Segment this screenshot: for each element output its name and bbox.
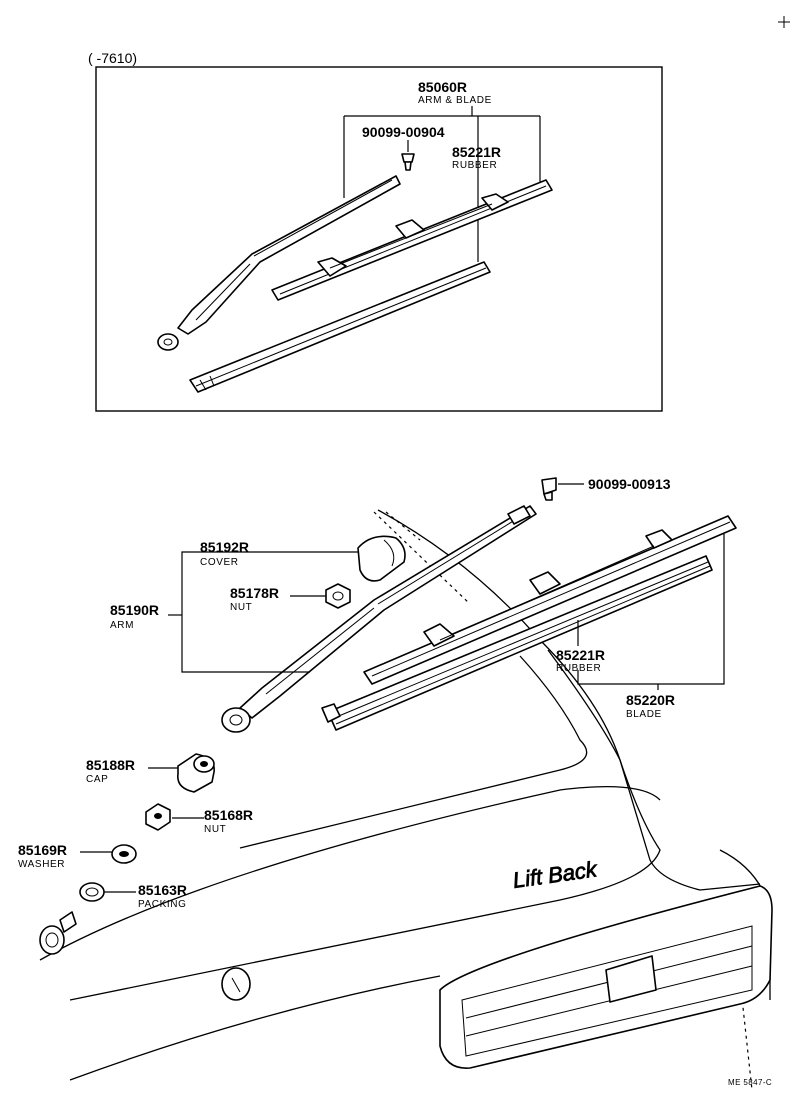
main-wiper-blade	[363, 515, 737, 685]
blade-name: BLADE	[626, 709, 662, 720]
inset-rubber-name: RUBBER	[452, 160, 497, 171]
washer-icon	[111, 844, 137, 864]
inset-bolt-part-no: 90099-00904	[362, 124, 445, 140]
arm-nut-part-no: 85178R	[230, 585, 279, 601]
inset-arm-blade-leader	[343, 106, 541, 262]
arm-part-no: 85190R	[110, 602, 159, 618]
cap-part-no: 85188R	[86, 757, 135, 773]
inset-arm-blade-name: ARM & BLADE	[418, 95, 492, 106]
inset-wiper-blade	[271, 179, 553, 301]
glass-lower-edge	[239, 655, 588, 849]
reference-code: ME 5847-C	[728, 1078, 772, 1087]
inset-panel: ( -7610) 85060R ARM & BLADE 90099-00904 …	[88, 50, 663, 412]
blade-part-no: 85220R	[626, 692, 675, 708]
nut-name: NUT	[204, 824, 226, 835]
washer-name: WASHER	[18, 859, 65, 870]
inset-range-label: ( -7610)	[88, 50, 137, 66]
main-wiper-arm	[221, 505, 537, 733]
packing-icon	[79, 882, 105, 902]
washer-part-no: 85169R	[18, 842, 67, 858]
inset-bolt-icon	[401, 153, 415, 171]
hatch-lock-cylinder-icon	[221, 967, 251, 1001]
wiper-pivot-spindle	[39, 911, 77, 955]
hatch-panel-line	[69, 649, 661, 1001]
cover-icon	[357, 535, 406, 582]
license-light-housing	[605, 955, 657, 1003]
packing-name: PACKING	[138, 899, 186, 910]
tail-garnish	[439, 885, 773, 1069]
corner-mark	[778, 16, 790, 28]
inset-arm-blade-part-no: 85060R	[418, 79, 467, 95]
body-edge-dashed-3	[739, 979, 753, 1091]
main-bolt-part-no: 90099-00913	[588, 476, 671, 492]
main-bolt-icon	[541, 477, 557, 501]
inset-rubber-part-no: 85221R	[452, 144, 501, 160]
arm-nut-icon	[325, 583, 351, 609]
cover-name: COVER	[200, 557, 239, 568]
packing-part-no: 85163R	[138, 882, 187, 898]
main-rubber-part-no: 85221R	[556, 647, 605, 663]
inset-wiper-arm	[157, 175, 401, 351]
hatch-crease-line	[39, 786, 661, 961]
cap-name: CAP	[86, 774, 108, 785]
body-edge-dashed-2	[385, 511, 421, 541]
main-rubber-refill	[321, 555, 713, 731]
arm-name: ARM	[110, 620, 134, 631]
cap-icon	[177, 753, 215, 793]
nut-part-no: 85168R	[204, 807, 253, 823]
cover-part-no: 85192R	[200, 539, 249, 555]
arm-group-bracket	[181, 551, 310, 673]
lift-back-emblem: Lift Back	[511, 856, 599, 893]
main-rubber-name: RUBBER	[556, 663, 601, 674]
blade-rubber-leader	[577, 534, 725, 685]
arm-nut-name: NUT	[230, 602, 252, 613]
body-edge-dashed	[373, 511, 471, 605]
inset-frame	[95, 66, 663, 412]
nut-icon	[145, 803, 171, 831]
inset-rubber-refill	[189, 261, 491, 393]
bumper-line	[69, 975, 441, 1081]
